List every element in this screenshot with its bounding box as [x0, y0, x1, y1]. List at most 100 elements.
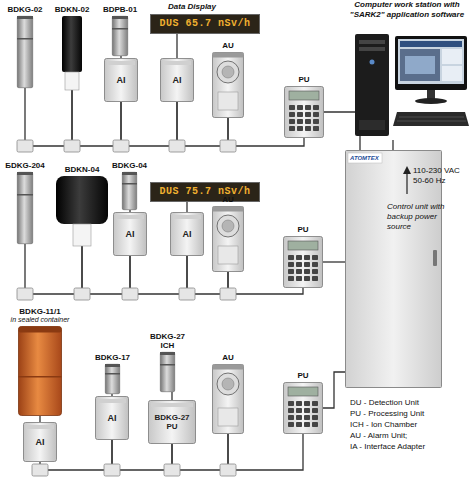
unit-name: BDPB-01 [103, 5, 137, 14]
shape-part [312, 269, 318, 274]
shape-part [98, 399, 126, 403]
cable-connector [130, 256, 187, 294]
shape-part [122, 172, 137, 210]
legend-text: DU - Detection Unit [350, 398, 419, 408]
unit-label: BDKG-02 [7, 5, 42, 14]
shape-part [213, 365, 244, 434]
shape-part [161, 59, 194, 102]
unit-name: PU [297, 371, 308, 380]
display-reading: DUS 65.7 nSv/h [159, 18, 250, 30]
interface-adapter: AI [113, 212, 147, 256]
unit-name: AI [173, 75, 182, 85]
cable-connector [392, 140, 393, 150]
shape-part [160, 352, 175, 355]
unit-shape [345, 150, 442, 388]
shape-part [112, 28, 128, 30]
cable-connector [171, 392, 172, 400]
shape-part [305, 112, 311, 117]
shape-part [305, 105, 311, 110]
unit-label: BDKG-11/1in sealed container [11, 307, 70, 324]
shape-part [213, 53, 244, 58]
unit-name: AI [126, 229, 135, 239]
legend-text: PU - Processing Unit [350, 409, 424, 419]
cable-connector [112, 440, 172, 470]
junction-box [64, 140, 80, 152]
shape-part [217, 61, 239, 83]
shape-part [112, 16, 128, 19]
unit-text-area: DUS 65.7 nSv/h [150, 14, 260, 34]
shape-part [297, 119, 303, 124]
detection-unit: BDKN-02 [62, 16, 82, 90]
shape-part [171, 213, 204, 256]
shape-part [296, 269, 302, 274]
junction-box [17, 140, 33, 152]
shape-part [289, 119, 295, 124]
unit-name: BDKN-02 [55, 5, 90, 14]
shape-part [26, 425, 54, 429]
unit-name: BDKG-27 PU [148, 413, 196, 431]
shape-part [288, 422, 294, 427]
legend-row: ICH - Ion Chamber [350, 420, 417, 430]
cable-connector [324, 112, 360, 150]
shape-part [56, 176, 108, 246]
shape-part [17, 38, 33, 40]
interface-adapter: AI [23, 422, 57, 462]
free-label: 110-230 VAC 50-60 Hz [413, 166, 467, 186]
junction-box [32, 464, 48, 476]
shape-part [296, 408, 302, 413]
unit-label: BDKG-27 ICH [146, 332, 190, 350]
shape-part [212, 206, 244, 272]
interface-adapter: AI [95, 396, 129, 440]
junction-box [179, 288, 195, 300]
unit-name: AI [108, 413, 117, 423]
unit-shape [345, 0, 469, 140]
shape-part [213, 365, 244, 370]
unit-shape [160, 352, 175, 392]
detection-unit: BDPB-01 [112, 16, 128, 56]
shape-part [304, 401, 310, 406]
unit-name: AU [222, 41, 234, 50]
unit-label: БDKG-204 [5, 161, 45, 170]
cable-connector [25, 88, 72, 146]
unit-shape [18, 326, 62, 416]
shape-part [65, 72, 79, 90]
unit-name: BDKG-11/1 [11, 307, 70, 316]
shape-part [17, 172, 33, 244]
shape-part [399, 117, 464, 118]
detection-unit: BDKG-17 [105, 364, 120, 394]
junction-box [220, 140, 236, 152]
cable-connector [120, 56, 121, 58]
shape-part [296, 255, 302, 260]
shape-part [112, 16, 127, 55]
shape-part [296, 262, 302, 267]
shape-part [288, 276, 294, 281]
shape-part [433, 250, 437, 266]
shape-part [313, 105, 319, 110]
shape-part [288, 255, 294, 260]
shape-part [160, 352, 174, 391]
shape-part [400, 41, 462, 47]
shape-part [296, 401, 302, 406]
shape-part [346, 151, 442, 388]
junction-box [220, 464, 236, 476]
legend-row: AU - Alarm Unit; [350, 431, 407, 441]
shape-part [105, 364, 120, 367]
shape-part [393, 112, 469, 126]
shape-part [122, 172, 137, 175]
shape-part [297, 112, 303, 117]
junction-box [74, 288, 90, 300]
shape-part [96, 397, 129, 440]
unit-name: BDKG-17 [95, 353, 130, 362]
junction-box [113, 140, 129, 152]
shape-part [312, 408, 318, 413]
shape-part [312, 422, 318, 427]
shape-part [213, 207, 244, 212]
shape-part [285, 87, 324, 138]
cable-connector [25, 244, 82, 294]
legend-text: AU - Alarm Unit; [350, 431, 407, 441]
shape-part [56, 176, 108, 224]
cable-connector [323, 372, 345, 408]
unit-label: PU [298, 75, 309, 84]
unit-text-area: AI [160, 58, 194, 102]
